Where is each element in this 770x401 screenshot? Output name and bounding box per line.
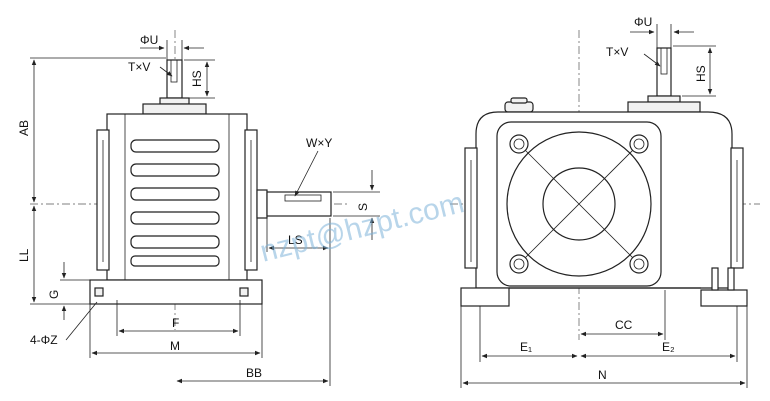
e1-label: E₁ [520, 340, 532, 354]
fin [130, 235, 220, 249]
m-label: M [170, 339, 180, 353]
g-label: G [47, 290, 61, 299]
phi-u-right-label: ΦU [634, 15, 652, 29]
cover-bolts [509, 134, 649, 274]
breather-top [510, 97, 528, 104]
f-label: F [172, 316, 179, 330]
top-cap-front [627, 101, 701, 113]
fin [130, 187, 220, 201]
z-leader [65, 301, 98, 341]
shaft-collar-front [647, 95, 681, 103]
output-shaft-top [166, 59, 183, 99]
cover-circle-outer [506, 131, 652, 277]
foot-bracket [711, 267, 719, 291]
input-shaft-collar [256, 189, 268, 219]
bolt-inner [513, 138, 525, 150]
cover-circle-inner [542, 167, 616, 241]
side-view: ΦU T×V HS AB LL G 4-ΦZ F M [17, 30, 380, 386]
fin [130, 255, 220, 267]
keyway-input [284, 194, 322, 202]
bolt [629, 134, 649, 154]
bolt [509, 254, 529, 274]
mount-hole-left [94, 287, 104, 297]
txv-label: T×V [128, 60, 150, 74]
cover-diagonal [512, 137, 646, 271]
hs-label: HS [190, 70, 204, 87]
wxy-label: W×Y [306, 136, 332, 150]
hs-right-label: HS [694, 65, 708, 82]
ls-label: LS [288, 233, 303, 247]
base-plate [89, 279, 263, 305]
foot-bracket [727, 267, 735, 291]
shaft-collar [159, 97, 190, 105]
fin [130, 139, 220, 153]
cc-label: CC [615, 318, 633, 332]
bolt-inner [633, 138, 645, 150]
ll-label: LL [17, 248, 31, 262]
txv-right-label: T×V [606, 45, 628, 59]
fin [130, 163, 220, 177]
keyway-front [660, 47, 668, 75]
e2-label: E₂ [662, 340, 675, 354]
bolt [629, 254, 649, 274]
n-label: N [598, 368, 607, 382]
wxy-leader [294, 150, 319, 197]
fin [130, 211, 220, 225]
front-view: ΦU T×V HS CC E₁ E₂ N [450, 15, 760, 388]
txv-leader [159, 66, 173, 77]
txv-right-leader [643, 53, 661, 67]
bolt-inner [633, 258, 645, 270]
keyway-top [170, 59, 178, 83]
cooling-fins [130, 139, 220, 267]
foot-left [460, 287, 510, 307]
foot-right [700, 289, 748, 307]
output-shaft-front [656, 47, 672, 97]
bolt [509, 134, 529, 154]
bb-label: BB [246, 366, 262, 380]
bolt-inner [513, 258, 525, 270]
z-holes-label: 4-ΦZ [30, 333, 58, 347]
mount-hole-right [239, 287, 249, 297]
ab-label: AB [17, 120, 31, 136]
phi-u-label: ΦU [140, 33, 158, 47]
top-bearing-cap [142, 103, 207, 115]
s-label: S [356, 203, 370, 211]
